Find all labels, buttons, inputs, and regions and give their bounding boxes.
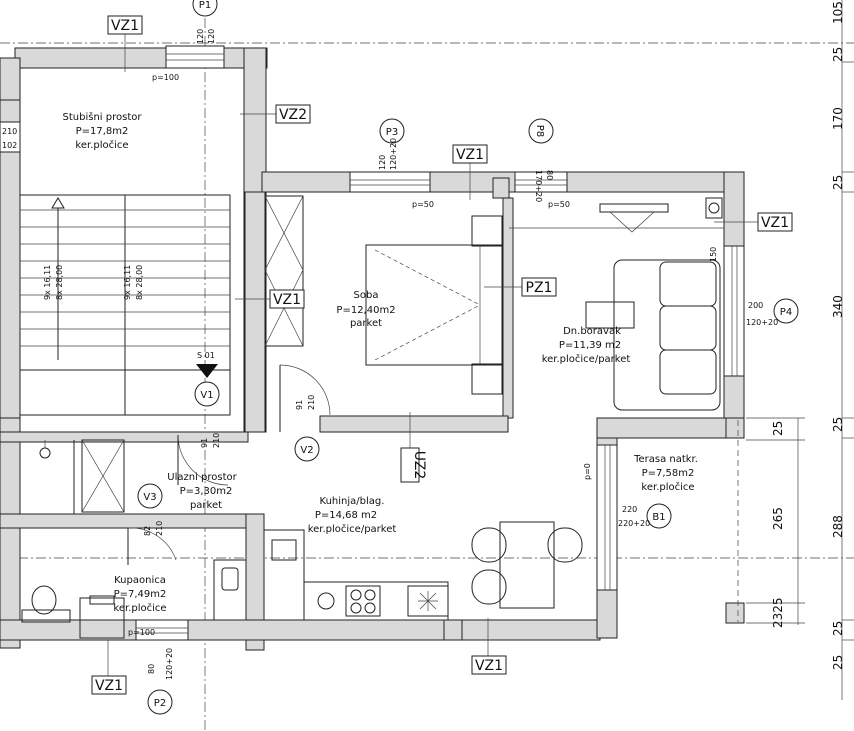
dnevni-name: Dn.boravak (563, 326, 621, 337)
terasa-floor: ker.pločice (641, 481, 694, 493)
wall-tags: VZ1 VZ2 VZ1 PZ1 VZ1 VZ1 UZ2 VZ1 VZ1 (91, 15, 793, 695)
mark-v3: V3 (143, 492, 156, 503)
kuhinja-area: P=14,68 m2 (315, 510, 377, 521)
p1-dim1: 120 (196, 29, 205, 44)
ulaz-floor: parket (190, 500, 222, 511)
v1-dim2: 210 (212, 433, 221, 448)
tag-vz1-mid: VZ1 (273, 292, 301, 308)
v3-dim1: 82 (143, 526, 152, 536)
tag-vz1-right: VZ1 (761, 215, 789, 231)
ter-dim-25: 25 (771, 421, 785, 436)
p100-bot: p=100 (128, 628, 155, 637)
stair-floor: ker.pločice (75, 139, 128, 151)
right-dimensions: 105 25 170 25 340 25 288 25 25 25 265 23… (771, 1, 845, 670)
dnevni-floor: ker.pločice/parket (542, 353, 631, 365)
dim-340: 340 (831, 295, 845, 318)
dim-25d: 25 (831, 621, 845, 636)
mark-p1: P1 (199, 0, 211, 11)
dim-25c: 25 (831, 417, 845, 432)
p1-dim2: 120 (207, 29, 216, 44)
mark-p8: P8 (534, 125, 545, 137)
stair-area: P=17,8m2 (76, 126, 129, 137)
terasa-area: P=7,58m2 (642, 468, 695, 479)
p4-dim1: 200 (748, 301, 763, 310)
ter-dim-265: 265 (771, 507, 785, 530)
ulaz-area: P=3,30m2 (180, 486, 233, 497)
room-labels: Stubišni prostor P=17,8m2 ker.pločice So… (63, 111, 698, 614)
kuhinja-floor: ker.pločice/parket (308, 523, 397, 535)
p8-dim2: 80 (545, 170, 554, 180)
terasa-name: Terasa natkr. (633, 454, 698, 465)
left-dim2: 102 (2, 141, 17, 150)
p50-b: p=50 (548, 200, 570, 209)
opening-marks: P1 P3 P8 P4 V1 V2 V3 B1 P2 (137, 0, 799, 715)
sofa-dim: 150 (709, 247, 718, 262)
small-dims: p=100 p=50 p=50 p=100 120 120 120 120+20… (2, 29, 778, 680)
v1-dim1: 91 (200, 438, 209, 448)
tag-vz2: VZ2 (279, 107, 307, 123)
mark-v1: V1 (200, 390, 213, 401)
section-marker: S 01 (196, 351, 218, 378)
p3-dim2: 120+20 (389, 138, 398, 170)
stair-b1: 9x 16,11 (123, 265, 132, 300)
kupaonica-area: P=7,49m2 (114, 589, 167, 600)
tag-vz1-bl: VZ1 (95, 678, 123, 694)
tag-uz2: UZ2 (411, 451, 427, 480)
ter-dim-2325: 2325 (771, 597, 785, 628)
windows (0, 45, 745, 641)
tag-pz1: PZ1 (526, 280, 553, 296)
ulaz-name: Ulazni prostor (167, 472, 237, 483)
tag-vz1-top2: VZ1 (456, 147, 484, 163)
p3-dim1: 120 (378, 155, 387, 170)
b1-dim1: 220 (622, 505, 637, 514)
soba-floor: parket (350, 318, 382, 329)
v2-dim1: 91 (295, 400, 304, 410)
stair-name: Stubišni prostor (63, 111, 143, 123)
walls (0, 47, 745, 651)
p4-dim2: 120+20 (746, 318, 778, 327)
dim-288: 288 (831, 515, 845, 538)
dim-25b: 25 (831, 175, 845, 190)
mark-v2: V2 (300, 445, 313, 456)
stair-b2: 8x 28,00 (135, 265, 144, 300)
kupaonica-name: Kupaonica (114, 575, 166, 586)
soba-name: Soba (354, 290, 379, 301)
stair-a2: 8x 28,00 (55, 265, 64, 300)
v3-dim2: 210 (155, 521, 164, 536)
staircase (19, 194, 231, 416)
v2-dim2: 210 (307, 395, 316, 410)
dim-25e: 25 (831, 655, 845, 670)
doors (127, 364, 331, 565)
b1-dim2: 220+20 (618, 519, 650, 528)
terrace-dims (737, 0, 854, 700)
mark-p2: P2 (154, 698, 166, 709)
section-label: S 01 (197, 351, 215, 360)
dim-105: 105 (831, 1, 845, 24)
soba-area: P=12,40m2 (336, 305, 395, 316)
stair-a1: 9x 16,11 (43, 265, 52, 300)
tag-vz1-top: VZ1 (111, 18, 139, 34)
kupaonica-floor: ker.pločice (113, 602, 166, 614)
p2-dim1: 80 (147, 664, 156, 674)
dnevni-area: P=11,39 m2 (559, 340, 621, 351)
p100-top: p=100 (152, 73, 179, 82)
kuhinja-name: Kuhinja/blag. (320, 496, 385, 507)
dim-170: 170 (831, 107, 845, 130)
dim-25a: 25 (831, 47, 845, 62)
tag-vz1-bottom: VZ1 (475, 658, 503, 674)
left-dim1: 210 (2, 127, 17, 136)
ter-dim: p=0 (583, 463, 592, 480)
mark-b1: B1 (652, 512, 665, 523)
mark-p4: P4 (780, 307, 792, 318)
p8-dim1: 170+20 (534, 170, 543, 202)
p2-dim2: 120+20 (165, 648, 174, 680)
mark-p3: P3 (386, 127, 398, 138)
p50-a: p=50 (412, 200, 434, 209)
